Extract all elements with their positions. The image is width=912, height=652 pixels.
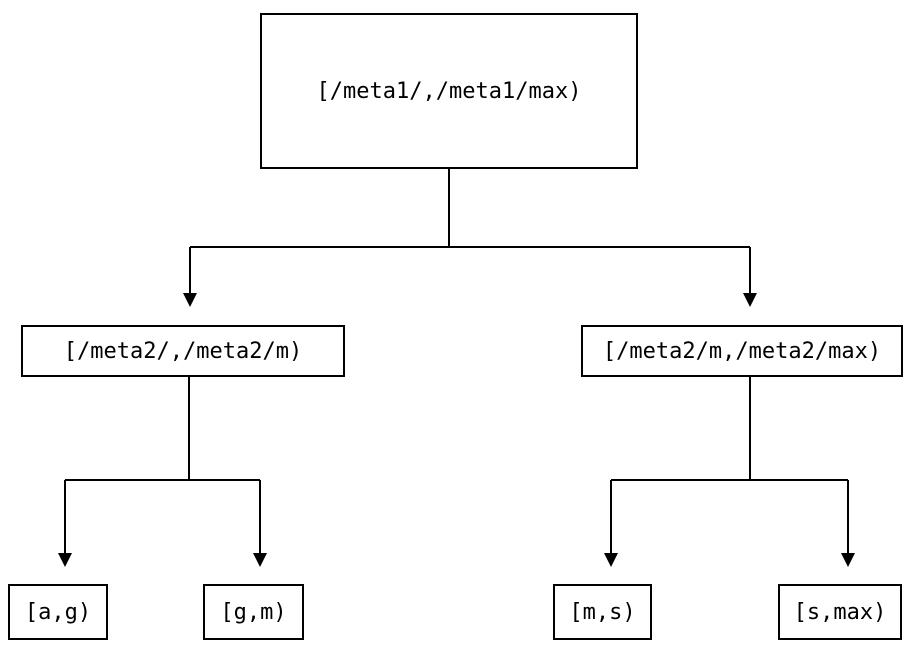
edge-root-split — [189, 169, 751, 294]
arrowhead-to-left — [183, 293, 197, 307]
node-leaf-smax: [s,max) — [778, 584, 902, 640]
node-leaf-ms: [m,s) — [553, 584, 652, 640]
arrowhead-to-leaf-gm — [253, 553, 267, 567]
arrowhead-to-right — [743, 293, 757, 307]
node-left-range: [/meta2/,/meta2/m) — [21, 325, 345, 377]
node-right-range: [/meta2/m,/meta2/max) — [581, 325, 903, 377]
edge-right-split — [610, 377, 849, 554]
arrowhead-to-leaf-ag — [58, 553, 72, 567]
arrowheads — [58, 293, 855, 567]
node-root-range: [/meta1/,/meta1/max) — [260, 13, 638, 169]
arrowhead-to-leaf-smax — [841, 553, 855, 567]
node-leaf-ag: [a,g) — [8, 584, 108, 640]
node-leaf-gm: [g,m) — [203, 584, 304, 640]
arrowhead-to-leaf-ms — [604, 553, 618, 567]
edge-left-split — [64, 377, 261, 554]
edge-lines — [64, 169, 849, 554]
